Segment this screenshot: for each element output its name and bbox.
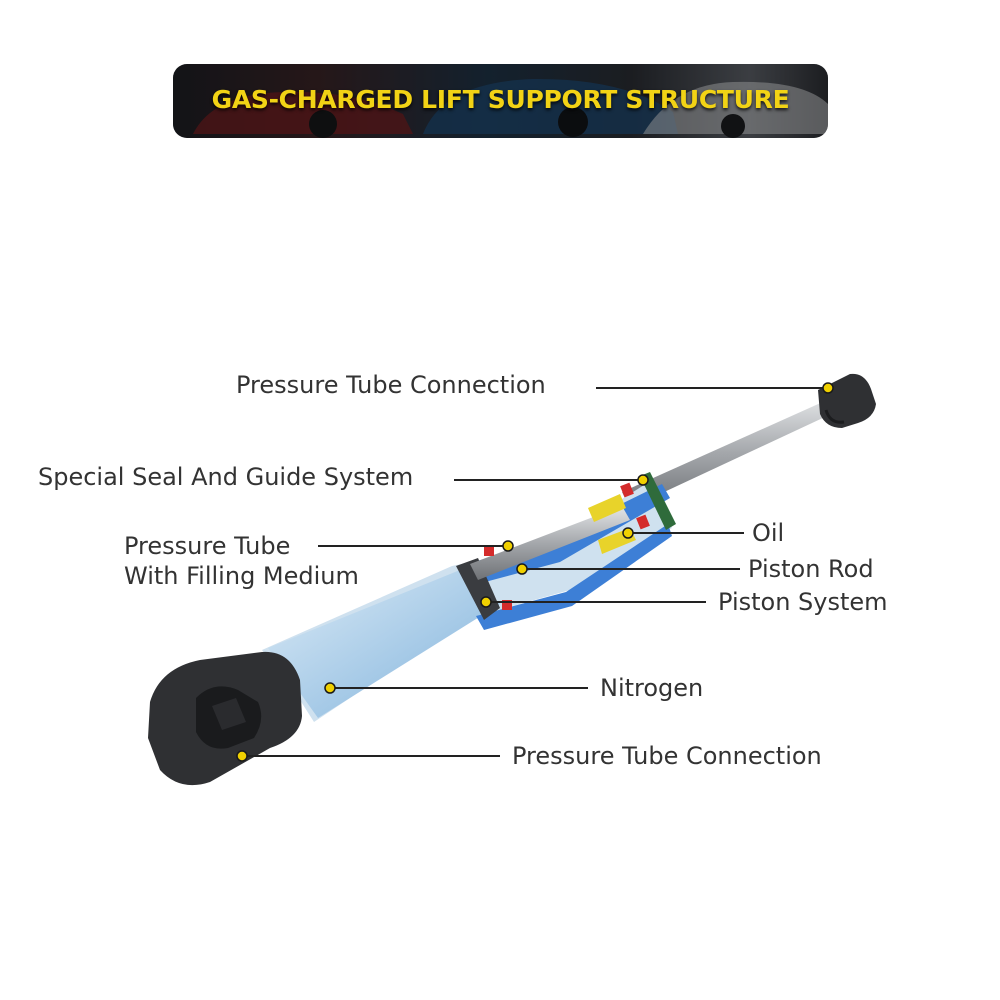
label-pressure-tube-connection-bottom: Pressure Tube Connection (512, 742, 822, 770)
label-oil: Oil (752, 519, 785, 547)
label-pressure-tube-filling-line1: Pressure Tube (124, 532, 291, 560)
marker-dot (236, 750, 248, 762)
label-nitrogen: Nitrogen (600, 674, 704, 702)
pressure-tube-body (262, 472, 676, 722)
top-end-fitting (818, 373, 876, 428)
banner-cars-image (173, 64, 828, 138)
label-piston-rod: Piston Rod (748, 555, 874, 583)
banner-title: GAS-CHARGED LIFT SUPPORT STRUCTURE (211, 85, 790, 114)
marker-dot (822, 382, 834, 394)
marker-dot (324, 682, 336, 694)
label-piston-system: Piston System (718, 588, 888, 616)
marker-dot (480, 596, 492, 608)
label-pressure-tube-filling-line2: With Filling Medium (124, 562, 359, 590)
marker-dot (502, 540, 514, 552)
label-pressure-tube-connection-top: Pressure Tube Connection (236, 371, 546, 399)
marker-dot (622, 527, 634, 539)
bottom-end-fitting (148, 651, 302, 786)
piston-rod-outer (622, 396, 842, 508)
title-banner: GAS-CHARGED LIFT SUPPORT STRUCTURE (173, 64, 828, 138)
label-special-seal: Special Seal And Guide System (38, 463, 414, 491)
marker-dot (637, 474, 649, 486)
marker-dot (516, 563, 528, 575)
